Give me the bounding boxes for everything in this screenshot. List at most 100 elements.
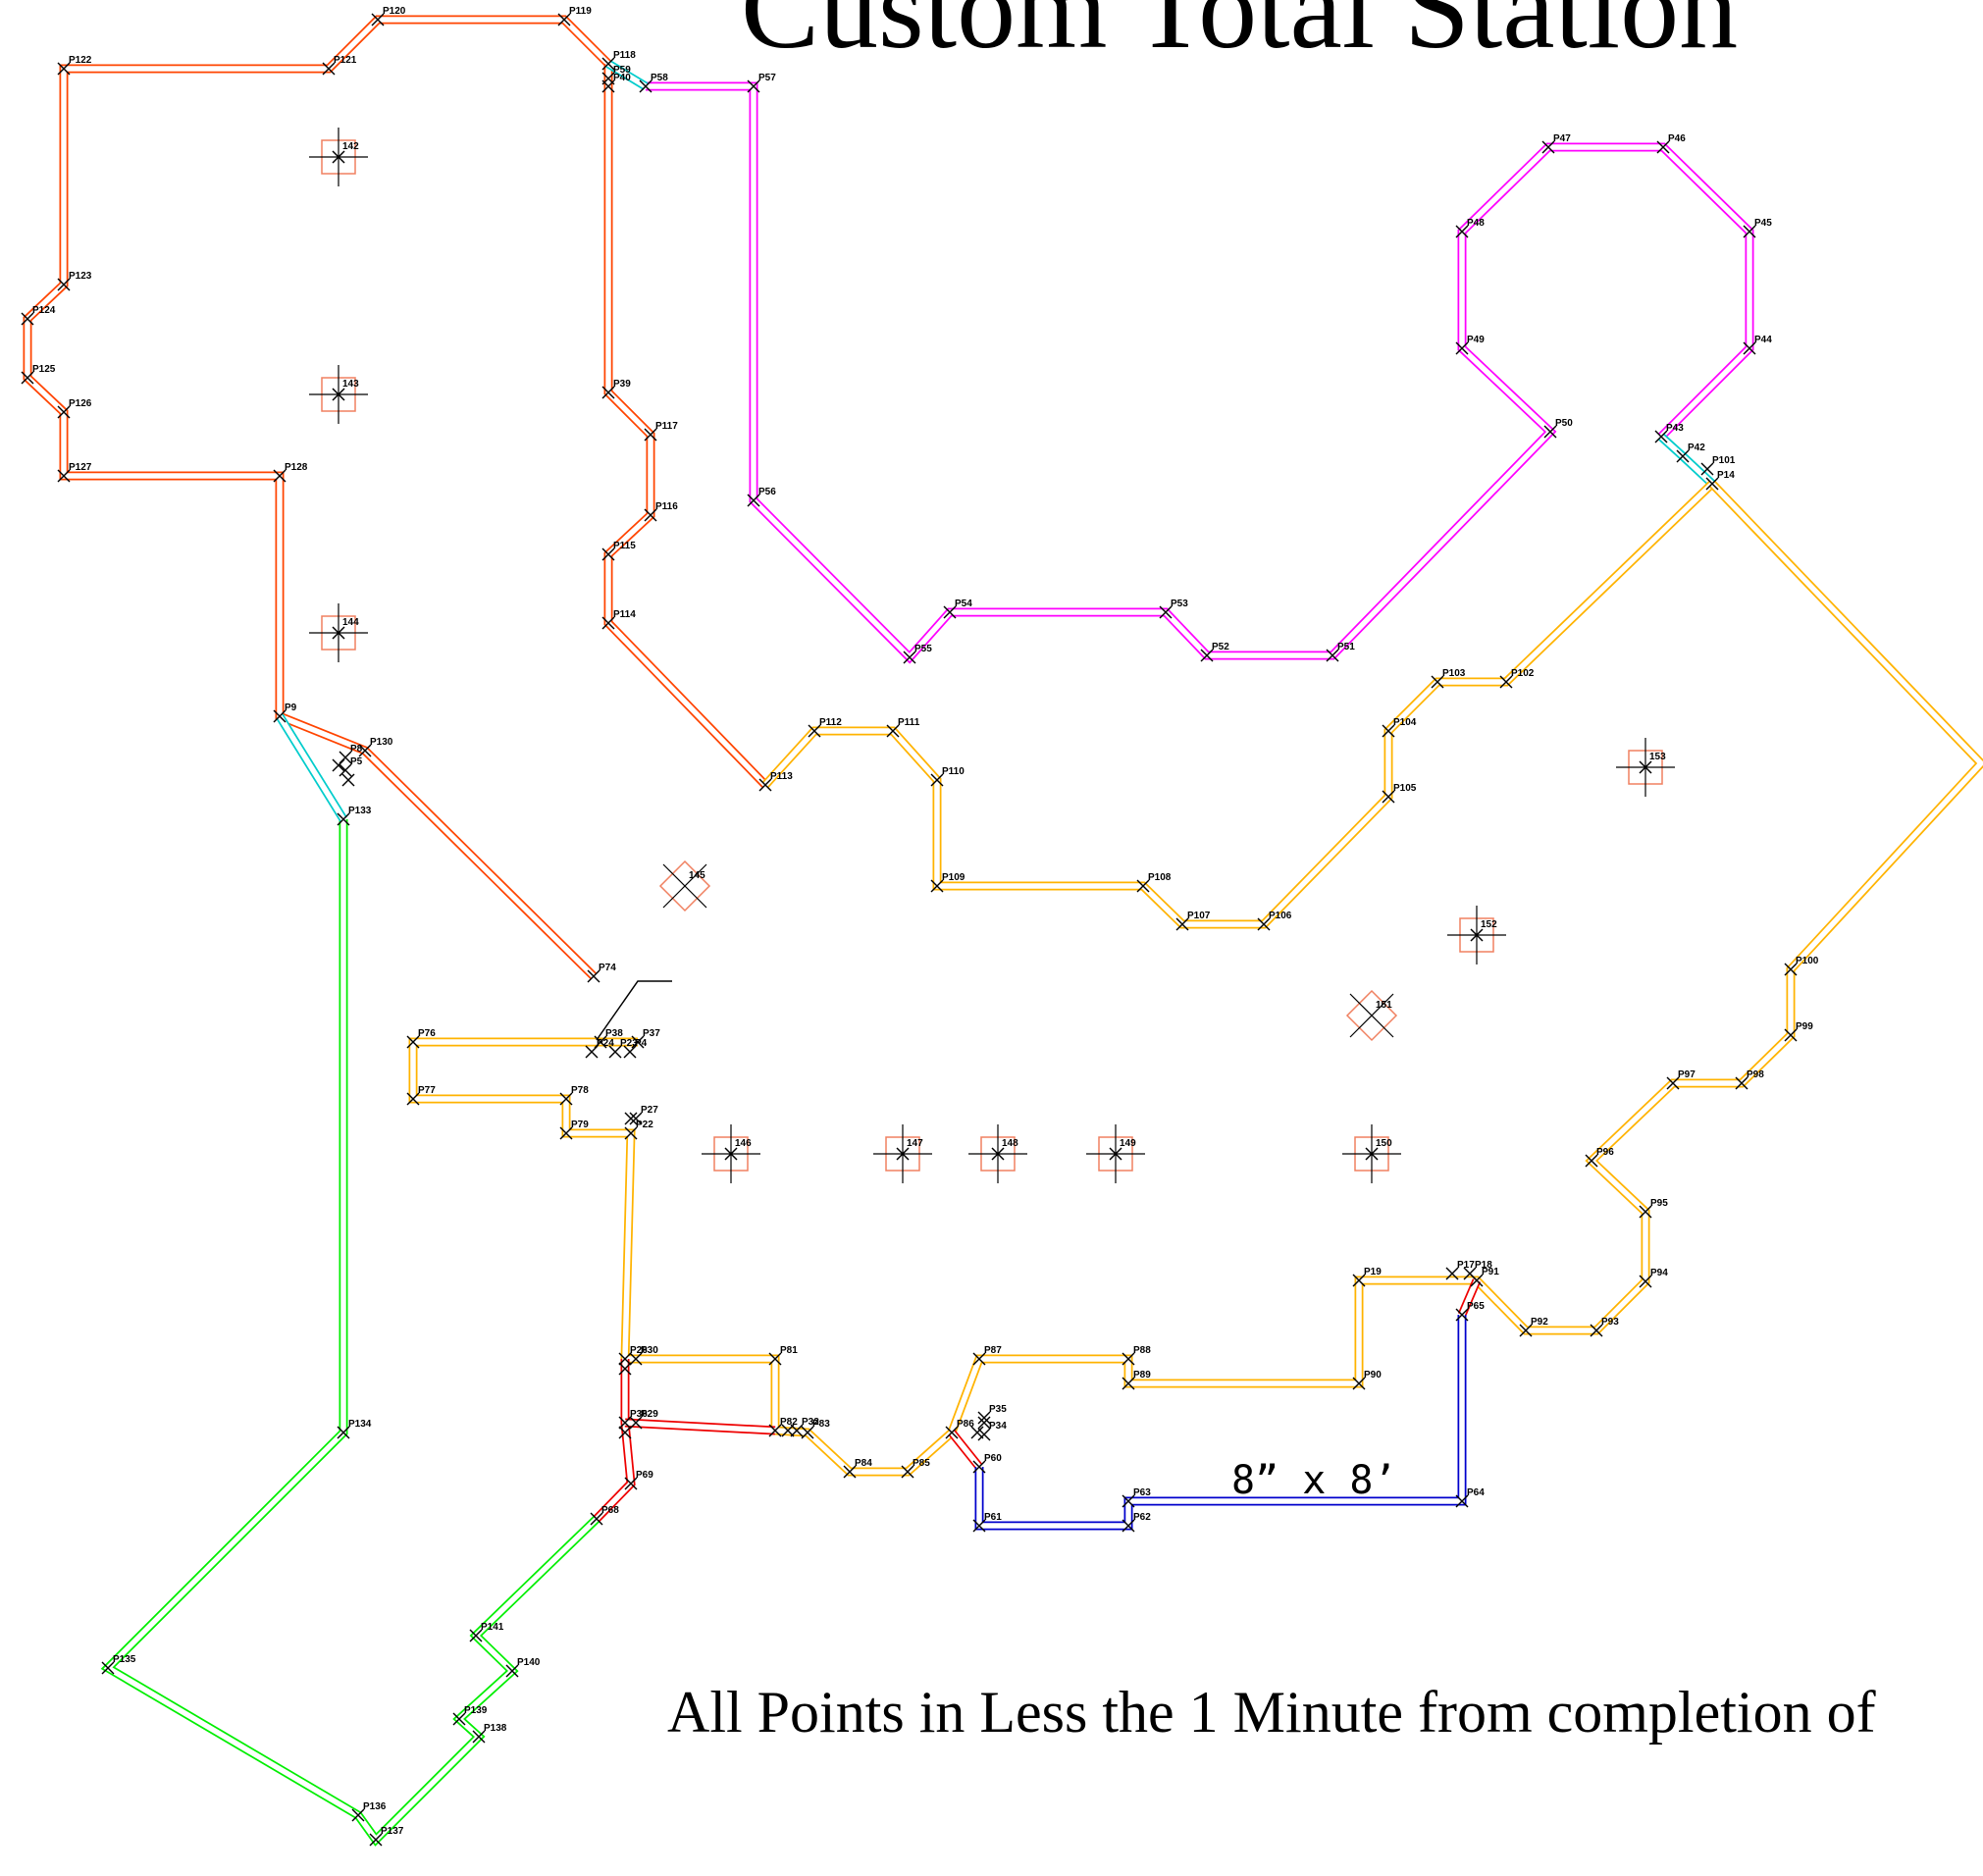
point-label-P141: P141 [481, 1622, 504, 1633]
point-x-b [369, 1833, 383, 1847]
marker-x-b [1365, 1147, 1379, 1161]
marker-label: 152 [1481, 919, 1497, 930]
point-x-b [358, 744, 372, 757]
point-P123 [57, 278, 71, 291]
point-P109 [930, 879, 944, 893]
point-label-P93: P93 [1601, 1317, 1619, 1328]
point-label-P123: P123 [69, 271, 92, 282]
point-label-P46: P46 [1668, 133, 1686, 144]
point-label-P98: P98 [1747, 1069, 1764, 1080]
point-P86 [945, 1426, 959, 1439]
point-P110 [930, 773, 944, 787]
point-P125 [21, 371, 34, 385]
point-x-b [1543, 425, 1557, 439]
point-P88 [1122, 1352, 1135, 1366]
point-label-P17: P17 [1457, 1260, 1475, 1271]
point-x-b [977, 1416, 991, 1430]
point-label-P34: P34 [989, 1421, 1007, 1432]
point-label-P37: P37 [643, 1028, 660, 1039]
marker-label: 149 [1120, 1138, 1136, 1149]
survey-points [21, 13, 1798, 1847]
point-label-P53: P53 [1171, 599, 1188, 609]
point-label-P120: P120 [383, 6, 406, 17]
point-P90 [1352, 1377, 1366, 1390]
point-label-P99: P99 [1796, 1021, 1813, 1032]
point-label-P136: P136 [363, 1801, 387, 1812]
point-label-P56: P56 [758, 487, 776, 497]
point-x-b [945, 1426, 959, 1439]
point-P85 [901, 1465, 914, 1479]
point-extra-1 [601, 79, 615, 93]
point-extra-22 [970, 1426, 984, 1439]
traverse-gap-2 [646, 83, 1752, 662]
point-P74 [587, 969, 600, 983]
marker-x-b [1109, 1147, 1122, 1161]
point-x-b [629, 1112, 643, 1125]
point-label-P24: P24 [597, 1038, 614, 1049]
point-extra-8 [332, 758, 345, 772]
point-label-P43: P43 [1666, 423, 1684, 434]
point-label-P127: P127 [69, 462, 92, 473]
point-x-b [608, 1045, 622, 1059]
marker-x-b [1349, 993, 1394, 1038]
point-x-b [601, 57, 615, 71]
point-P84 [843, 1465, 857, 1479]
traverse-magenta-2 [646, 81, 1754, 664]
point-x-b [1743, 341, 1756, 355]
point-extra-17 [624, 1112, 638, 1125]
point-P116 [644, 508, 657, 522]
control-marker-153: 153 [1616, 738, 1675, 797]
point-x-b [1382, 790, 1395, 804]
point-x-b [781, 1424, 795, 1437]
point-P47 [1541, 140, 1555, 154]
point-x-b [57, 469, 71, 483]
point-P140 [505, 1664, 519, 1678]
point-label-P44: P44 [1754, 335, 1772, 345]
point-label-P122: P122 [69, 55, 92, 66]
marker-label: 145 [689, 870, 705, 881]
point-P108 [1136, 879, 1150, 893]
point-label-P101: P101 [1712, 455, 1736, 466]
marker-label: 143 [342, 379, 359, 390]
point-x-b [1352, 1377, 1366, 1390]
point-extra-21 [977, 1416, 991, 1430]
point-x-b [322, 62, 336, 76]
point-P100 [1784, 963, 1798, 976]
point-P57 [747, 79, 760, 93]
point-label-P89: P89 [1133, 1370, 1151, 1381]
point-P81 [768, 1352, 782, 1366]
point-extra-23 [781, 1424, 795, 1437]
point-label-P14: P14 [1717, 470, 1735, 481]
point-label-P29: P29 [641, 1409, 658, 1420]
point-x-b [1585, 1154, 1598, 1168]
point-x-b [758, 778, 772, 792]
point-label-P42: P42 [1688, 443, 1705, 453]
point-P114 [601, 616, 615, 630]
point-x-b [972, 1460, 986, 1474]
point-label-P92: P92 [1531, 1317, 1548, 1328]
control-marker-143: 143 [309, 365, 368, 424]
traverse-green-12 [100, 819, 600, 1847]
marker-label: 148 [1002, 1138, 1018, 1149]
point-x-b [1326, 649, 1339, 662]
point-P61 [972, 1519, 986, 1533]
point-label-P106: P106 [1269, 911, 1292, 921]
point-x-b [273, 709, 287, 723]
point-x-b [977, 1428, 991, 1441]
point-label-P60: P60 [984, 1453, 1002, 1464]
point-label-P4: P4 [635, 1038, 648, 1049]
point-label-P94: P94 [1650, 1268, 1668, 1278]
point-label-P76: P76 [418, 1028, 436, 1039]
point-P128 [273, 469, 287, 483]
point-P83 [801, 1426, 814, 1439]
control-marker-150: 150 [1342, 1124, 1401, 1183]
point-extra-4 [608, 1045, 622, 1059]
point-P22 [624, 1126, 638, 1140]
point-P137 [369, 1833, 383, 1847]
point-extra-6 [339, 751, 352, 764]
point-x-b [1676, 449, 1690, 463]
point-P26 [618, 1352, 632, 1366]
point-x-b [801, 1426, 814, 1439]
point-x-b [639, 79, 652, 93]
point-extra-14 [629, 1352, 643, 1366]
